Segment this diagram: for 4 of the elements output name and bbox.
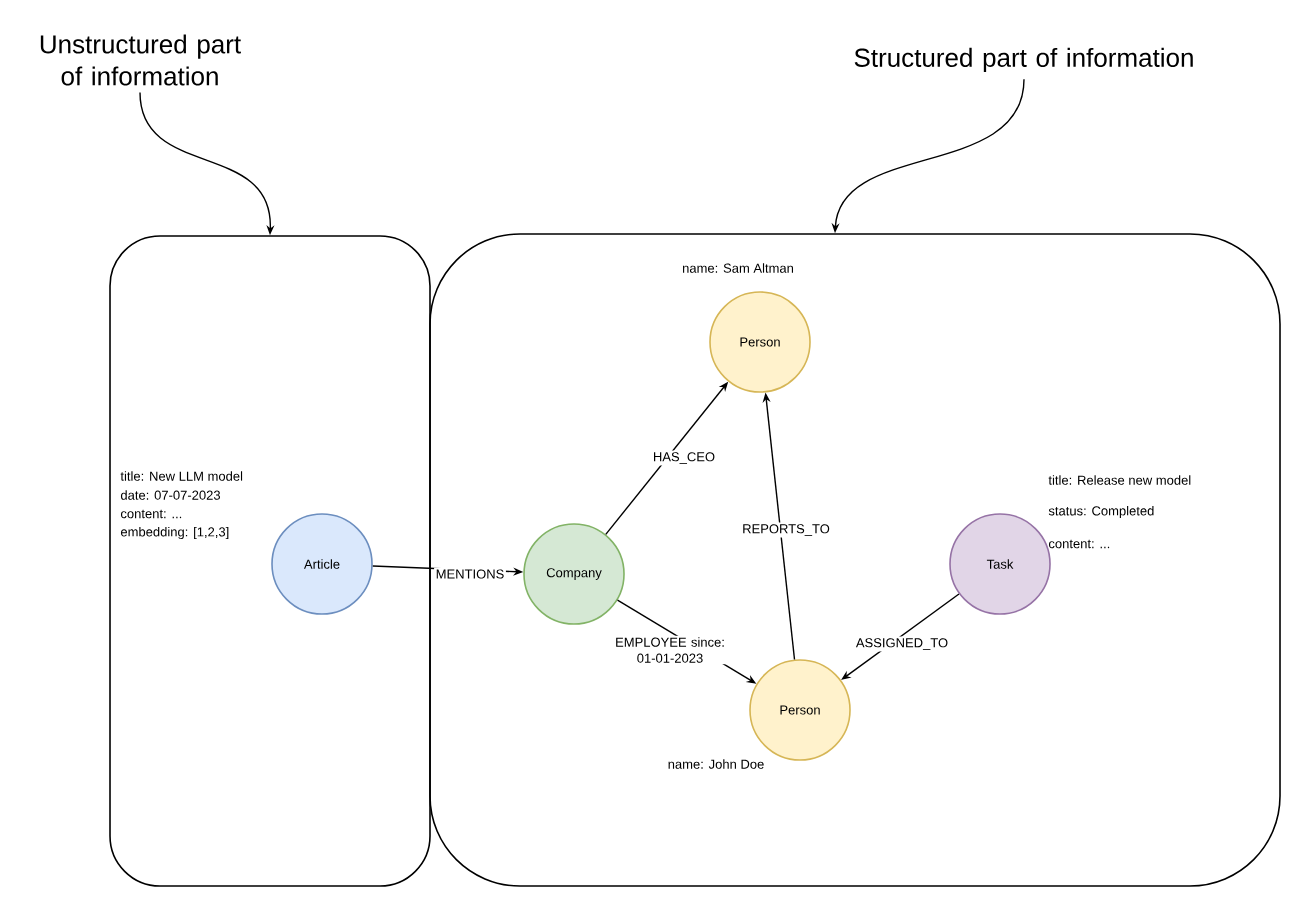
container-box [109, 235, 431, 887]
heading-text: Structured part of information [854, 47, 1193, 73]
container-box [429, 233, 1281, 887]
heading-text: Unstructured part of information [40, 34, 241, 86]
